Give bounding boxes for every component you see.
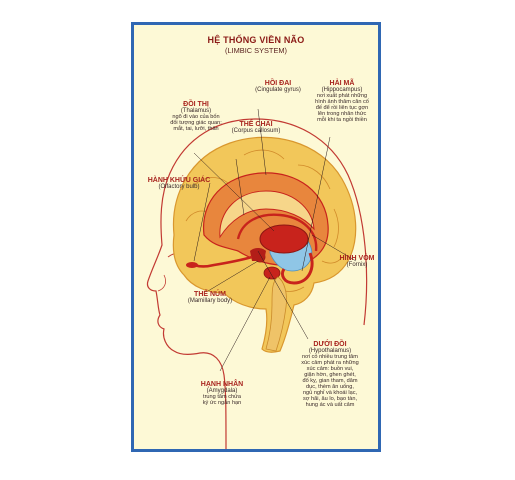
label-thalamus: ĐỒI THỊ (Thalamus) ngõ đi vào của bốn đố… <box>150 101 242 132</box>
corpus-callosum-name: THỂ CHAI <box>239 121 273 128</box>
cingulate-gyrus-en: (Cingulate gyrus) <box>255 87 301 93</box>
label-corpus-callosum: THỂ CHAI (Corpus callosum) <box>218 121 294 134</box>
head-outline <box>146 118 368 449</box>
limbic-system-poster: HỆ THỐNG VIỀN NÃO (LIMBIC SYSTEM) HỒI ĐA… <box>131 22 381 452</box>
cingulate-gyrus-name: HỒI ĐAI <box>264 80 292 87</box>
label-hypothalamus: DƯỚI ĐỒI (Hypothalamus) nơi có nhiều tru… <box>280 341 378 408</box>
hippocampus-desc-1: hình ảnh thâm căn cố <box>315 99 369 105</box>
olfactory-tract <box>193 255 253 268</box>
label-hippocampus: HẢI MÃ (Hippocampus) nơi xuất phát những… <box>304 80 378 123</box>
poster-subtitle: (LIMBIC SYSTEM) <box>224 46 287 55</box>
thalamus-name: ĐỒI THỊ <box>183 101 209 108</box>
hypothalamus-desc-4: đố kỵ, gian tham, dâm <box>302 378 358 384</box>
thalamus-desc-0: ngõ đi vào của bốn <box>172 114 220 120</box>
fornix-name: HÌNH VÒM <box>339 255 375 262</box>
hippocampus-desc-2: đế để rồi liên tục gợn <box>315 105 369 111</box>
label-olfactory-bulb: HÀNH KHỨU GIÁC (Olfactory bulb) <box>136 177 222 190</box>
olfactory-bulb <box>186 262 198 268</box>
hippocampus-desc-0: nơi xuất phát những <box>316 93 368 99</box>
hippocampus-desc-3: lên trong nhân thức <box>317 111 367 117</box>
hypothalamus-desc-8: hung ác và uất cảm <box>305 402 355 408</box>
corpus-callosum <box>219 190 315 239</box>
poster-title: HỆ THỐNG VIỀN NÃO <box>207 35 305 45</box>
amygdala-desc-1: ký ức ngắn hạn <box>202 400 242 406</box>
thalamus-desc-1: đối tượng giác quan: <box>170 120 222 126</box>
corpus-callosum-en: (Corpus callosum) <box>231 128 281 134</box>
thalamus-desc-2: mắt, tai, lưỡi, thân <box>173 126 219 132</box>
olfactory-bulb-name: HÀNH KHỨU GIÁC <box>147 177 211 184</box>
amygdala-en: (Amygdala) <box>206 388 238 394</box>
amygdala-desc-0: trung tâm chứa <box>203 394 241 400</box>
label-amygdala: HẠNH NHÂN (Amygdala) trung tâm chứa ký ứ… <box>184 381 260 406</box>
amygdala-name: HẠNH NHÂN <box>200 381 244 388</box>
label-fornix: HÌNH VÒM (Fornix) <box>334 255 378 268</box>
head-brain-illustration <box>146 108 368 449</box>
hypothalamus-desc-7: sợ hãi, âu lo, bạo tàn, <box>302 396 358 402</box>
hypothalamus-desc-0: nơi có nhiều trung tâm <box>302 354 358 360</box>
label-cingulate-gyrus: HỒI ĐAI (Cingulate gyrus) <box>238 80 318 93</box>
thalamus <box>259 224 309 254</box>
pointer-lines <box>193 108 357 372</box>
amygdala <box>263 266 281 280</box>
thalamus-en: (Thalamus) <box>180 108 212 114</box>
nose-outline <box>157 274 166 292</box>
hypothalamus-desc-3: giận hờn, ghen ghét, <box>304 372 356 378</box>
hippocampus-en: (Hippocampus) <box>321 87 363 93</box>
hypothalamus-desc-6: ngủ nghỉ và khoái lạc, <box>302 390 358 396</box>
hypothalamus-name: DƯỚI ĐỒI <box>313 341 347 348</box>
brainstem <box>265 276 287 352</box>
hypothalamus-desc-2: xúc cảm: buồn vui, <box>306 366 354 372</box>
fornix-en: (Fornix) <box>346 262 368 268</box>
olfactory-bulb-en: (Olfactory bulb) <box>158 184 200 190</box>
label-mamillary-body: THỂ NÚM (Mamillary body) <box>174 291 246 304</box>
hypothalamus-desc-1: xúc cảm phát ra những <box>301 360 359 366</box>
hippocampus-desc-4: mỗi khi ta ngồi thiền <box>317 117 367 123</box>
fornix <box>236 213 318 252</box>
hypothalamus <box>250 248 266 261</box>
hypothalamus-en: (Hypothalamus) <box>308 348 352 354</box>
hypothalamus-desc-5: dục, thèm ăn uống, <box>306 384 354 390</box>
mamillary-body-en: (Mamillary body) <box>187 298 233 304</box>
hippocampus-name: HẢI MÃ <box>329 80 355 87</box>
hippocampus <box>280 252 314 285</box>
mamillary-body-name: THỂ NÚM <box>194 291 226 298</box>
